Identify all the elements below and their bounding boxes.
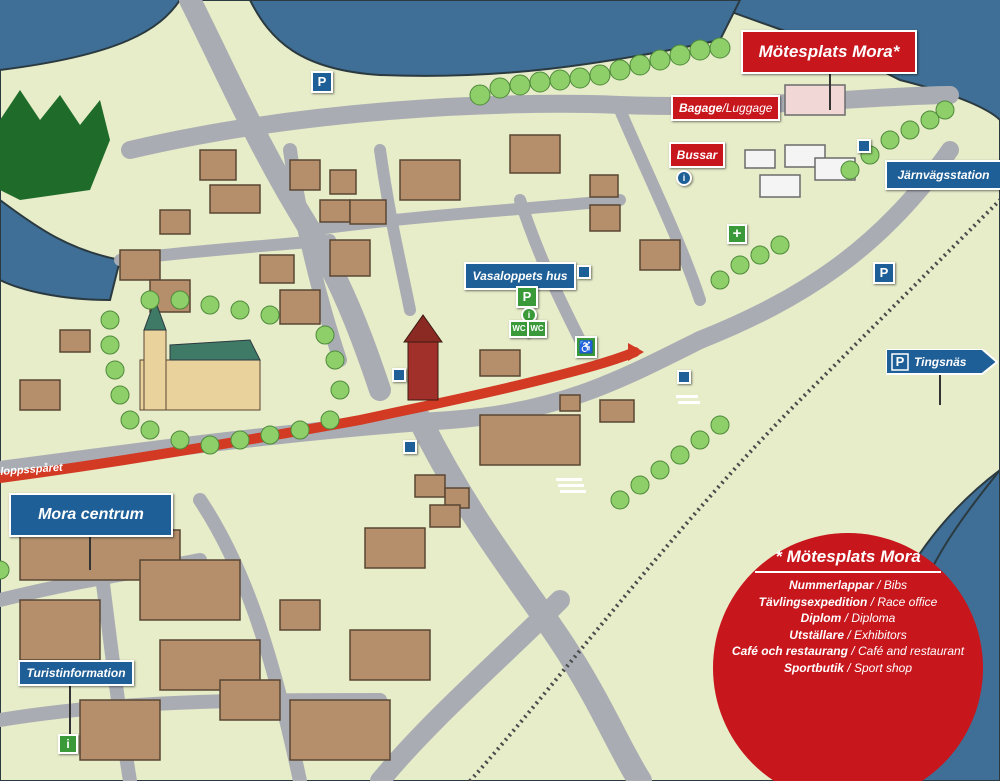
accessible-icon[interactable]: ♿ xyxy=(575,336,597,358)
legend-list: Nummerlappar / Bibs Tävlingsexpedition /… xyxy=(713,577,983,676)
mora-centrum-label: Mora centrum xyxy=(38,506,144,523)
buses-sign[interactable]: Bussar xyxy=(669,142,725,168)
bell-tower xyxy=(403,314,443,401)
info-icon[interactable]: i xyxy=(676,170,692,186)
lodging-marker-icon[interactable] xyxy=(677,370,691,384)
legend-item-en: Sport shop xyxy=(853,660,913,675)
vasaloppet-route xyxy=(0,347,640,483)
railway-station-label: Järnvägsstation xyxy=(897,168,990,182)
legend-item: Diplom / Diploma xyxy=(800,611,896,625)
legend-item-en: Bibs xyxy=(883,578,908,592)
parking-icon[interactable]: P xyxy=(516,286,538,308)
legend-divider xyxy=(755,571,941,573)
tourist-info-icon[interactable]: i xyxy=(58,734,78,754)
tourist-info-sign[interactable]: Turistinformation xyxy=(18,660,134,686)
crosswalks xyxy=(556,395,700,493)
legend-item: Café och restaurang / Café and restauran… xyxy=(731,644,965,658)
tingsnas-sign[interactable]: P Tingsnäs xyxy=(886,349,998,375)
luggage-label-en: /Luggage xyxy=(722,101,773,115)
legend-item: Sportbutik / Sport shop xyxy=(783,660,913,675)
buildings xyxy=(19,134,681,761)
legend-item-en: Exhibitors xyxy=(854,627,907,642)
lodging-marker-icon[interactable] xyxy=(392,368,406,382)
roads xyxy=(0,0,959,781)
parking-icon[interactable]: P xyxy=(311,71,333,93)
legend-item-en: Café and restaurant xyxy=(857,644,965,658)
luggage-sign[interactable]: Bagage/Luggage xyxy=(671,95,781,121)
sign-poles xyxy=(69,74,941,735)
water-inlet xyxy=(0,0,160,60)
legend-item: Tävlingsexpedition / Race office xyxy=(758,594,938,609)
legend-item-sv: Diplom xyxy=(800,611,842,625)
legend-item-sv: Nummerlappar xyxy=(788,578,874,592)
first-aid-icon[interactable]: + xyxy=(727,224,747,244)
legend-item-sv: Utställare xyxy=(789,627,844,642)
mora-centrum-sign[interactable]: Mora centrum xyxy=(9,493,173,537)
tingsnas-parking-symbol: P xyxy=(895,354,905,369)
motesplats-mora-label: Mötesplats Mora* xyxy=(758,42,900,61)
forest xyxy=(0,90,110,200)
tingsnas-arrow-shape xyxy=(886,349,998,375)
legend-circle: * Mötesplats Mora Nummerlappar / Bibs Tä… xyxy=(713,533,983,781)
parking-icon[interactable]: P xyxy=(873,262,895,284)
wc-icon[interactable]: WC xyxy=(509,320,529,338)
legend-item: Utställare / Exhibitors xyxy=(789,627,907,642)
church xyxy=(139,298,261,411)
legend-item-sv: Café och restaurang xyxy=(731,644,848,658)
legend-item-sv: Sportbutik xyxy=(783,660,844,675)
legend-item-en: Diploma xyxy=(851,611,896,625)
water-left xyxy=(0,198,122,302)
lodging-marker-icon[interactable] xyxy=(857,139,871,153)
railway-station-sign[interactable]: Järnvägsstation xyxy=(885,160,1000,190)
tourist-info-label: Turistinformation xyxy=(26,666,126,680)
legend-title: * Mötesplats Mora xyxy=(775,547,921,566)
trees xyxy=(0,37,955,580)
luggage-label-sv: Bagage xyxy=(679,101,723,115)
wc-icon[interactable]: WC xyxy=(527,320,547,338)
legend-item: Nummerlappar / Bibs xyxy=(788,578,908,592)
buses-label: Bussar xyxy=(676,148,718,162)
legend-item-en: Race office xyxy=(877,594,938,609)
vasaloppets-hus-sign[interactable]: Vasaloppets hus xyxy=(464,262,576,290)
motesplats-mora-sign[interactable]: Mötesplats Mora* xyxy=(741,30,917,74)
legend-item-sv: Tävlingsexpedition xyxy=(758,594,868,609)
vasaloppets-hus-label: Vasaloppets hus xyxy=(472,269,568,283)
lodging-marker-icon[interactable] xyxy=(403,440,417,454)
tingsnas-label: Tingsnäs xyxy=(914,355,967,369)
lodging-marker-icon[interactable] xyxy=(577,265,591,279)
